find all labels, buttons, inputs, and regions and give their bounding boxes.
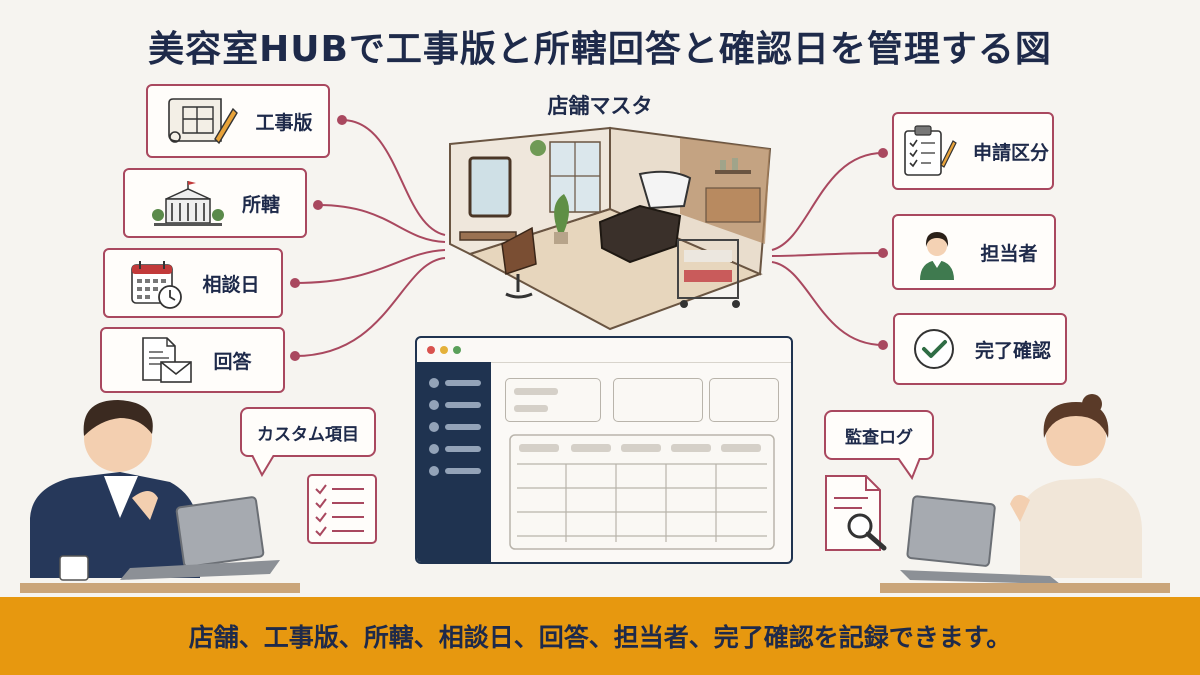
- card-label: 申請区分: [972, 141, 1049, 164]
- card-application-category: 申請区分: [892, 112, 1054, 190]
- sidebar: [417, 362, 491, 562]
- summary-card: [709, 378, 779, 422]
- government-building-icon: [151, 181, 224, 226]
- audit-log-bubble: 監査ログ: [824, 410, 934, 460]
- window-maximize-dot: [453, 346, 461, 354]
- page-title: 美容室HUBで工事版と所轄回答と確認日を管理する図: [148, 29, 1052, 70]
- man-with-laptop-illustration: [20, 400, 300, 593]
- check-circle-icon: [913, 329, 954, 369]
- bubble-tail: [251, 455, 275, 477]
- blueprint-icon: [168, 98, 239, 145]
- card-construction-version: 工事版: [146, 84, 330, 158]
- app-window-mockup: [415, 336, 793, 564]
- card-label: 相談日: [202, 273, 260, 296]
- card-person-in-charge: 担当者: [892, 214, 1056, 290]
- custom-fields-bubble: カスタム項目: [240, 407, 376, 457]
- clipboard-checklist-icon: [904, 125, 957, 176]
- bubble-label: カスタム項目: [257, 424, 359, 445]
- summary-card: [505, 378, 601, 422]
- data-table: [509, 434, 775, 550]
- woman-with-laptop-illustration: [880, 394, 1170, 593]
- card-label: 工事版: [255, 111, 313, 134]
- card-consultation-date: 相談日: [103, 248, 283, 318]
- footer-banner: 店舗、工事版、所轄、相談日、回答、担当者、完了確認を記録できます。: [0, 597, 1200, 675]
- card-label: 担当者: [980, 242, 1038, 265]
- person-avatar-icon: [920, 232, 955, 280]
- card-label: 所轄: [241, 193, 280, 216]
- card-label: 完了確認: [974, 339, 1051, 362]
- summary-card: [613, 378, 703, 422]
- footer-text: 店舗、工事版、所轄、相談日、回答、担当者、完了確認を記録できます。: [188, 623, 1012, 652]
- calendar-clock-icon: [131, 261, 183, 309]
- salon-room-illustration: [449, 126, 772, 331]
- document-search-icon: [825, 475, 887, 551]
- bubble-tail: [897, 458, 921, 480]
- card-completion-check: 完了確認: [893, 313, 1067, 385]
- document-mail-icon: [142, 337, 193, 383]
- card-jurisdiction: 所轄: [123, 168, 307, 238]
- window-close-dot: [427, 346, 435, 354]
- card-label: 回答: [213, 350, 252, 373]
- checklist-icon: [307, 474, 377, 544]
- card-response: 回答: [100, 327, 285, 393]
- window-minimize-dot: [440, 346, 448, 354]
- store-master-label: 店舗マスタ: [547, 94, 653, 118]
- window-titlebar: [417, 338, 791, 363]
- bubble-label: 監査ログ: [845, 427, 913, 448]
